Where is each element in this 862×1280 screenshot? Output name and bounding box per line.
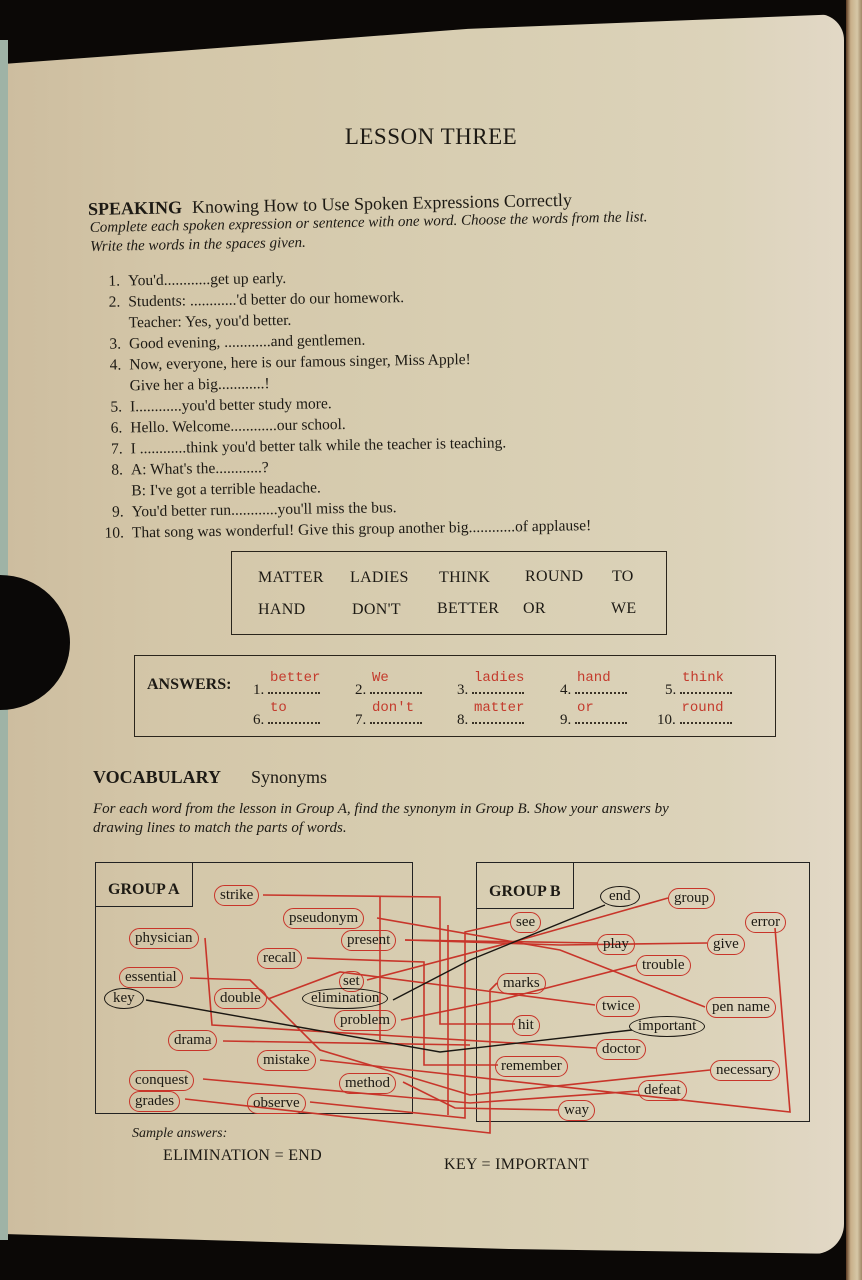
group-b-word-trouble[interactable]: trouble (636, 955, 691, 976)
answer-3-field[interactable]: ladies (472, 670, 524, 694)
group-b-word-pen-name[interactable]: pen name (706, 997, 776, 1018)
word-hand: HAND (258, 601, 306, 618)
group-b-word-important[interactable]: important (629, 1016, 706, 1037)
vocabulary-instructions: For each word from the lesson in Group A… (93, 800, 669, 838)
word-dont: DON'T (352, 601, 401, 618)
group-b-word-marks[interactable]: marks (497, 973, 546, 994)
group-a-word-strike[interactable]: strike (214, 885, 260, 906)
answer-5-field[interactable]: think (680, 670, 732, 694)
group-a-word-grades[interactable]: grades (129, 1091, 181, 1112)
word-we: WE (611, 600, 637, 617)
group-b-word-defeat[interactable]: defeat (638, 1080, 687, 1101)
word-round: ROUND (525, 568, 584, 585)
question-list: 1.You'd............get up early. 2.Stude… (88, 263, 592, 544)
group-b-word-see[interactable]: see (510, 912, 542, 933)
group-b-word-end[interactable]: end (600, 886, 640, 907)
answers-box: ANSWERS: 1. better 2. We 3. ladies 4. ha… (134, 655, 776, 737)
group-a-word-conquest[interactable]: conquest (129, 1070, 195, 1091)
answer-10: 10. round (657, 700, 732, 729)
group-a-word-method[interactable]: method (339, 1073, 396, 1094)
group-b-word-error[interactable]: error (745, 912, 787, 933)
group-a-word-problem[interactable]: problem (334, 1010, 396, 1031)
sample-answer-2: KEY = IMPORTANT (444, 1156, 589, 1173)
answer-8: 8. matter (457, 700, 525, 728)
group-b-word-hit[interactable]: hit (512, 1015, 540, 1036)
word-to: TO (612, 568, 634, 585)
answer-3: 3. ladies (457, 670, 525, 698)
vocabulary-subheading: Synonyms (251, 767, 328, 787)
group-b-word-twice[interactable]: twice (596, 996, 641, 1017)
group-a-word-key[interactable]: key (104, 988, 144, 1009)
group-a-word-physician[interactable]: physician (129, 928, 199, 949)
sample-answer-1: ELIMINATION = END (163, 1147, 322, 1164)
group-a-word-mistake[interactable]: mistake (257, 1050, 316, 1071)
vocabulary-heading: VOCABULARY Synonyms (93, 767, 327, 788)
answer-9: 9. or (560, 700, 627, 729)
vocabulary-instruction-line-2: drawing lines to match the parts of word… (93, 820, 347, 836)
word-better: BETTER (437, 600, 500, 617)
group-b-word-play[interactable]: play (597, 934, 635, 955)
group-b-word-give[interactable]: give (707, 934, 745, 955)
word-or: OR (523, 600, 546, 617)
group-b-word-necessary[interactable]: necessary (710, 1060, 781, 1081)
answer-1-field[interactable]: better (268, 670, 320, 694)
answer-2-field[interactable]: We (370, 670, 422, 694)
sample-answers-label: Sample answers: (132, 1126, 228, 1141)
group-a-word-elimination[interactable]: elimination (302, 988, 389, 1009)
answer-7-field[interactable]: don't (370, 700, 422, 724)
group-b-word-doctor[interactable]: doctor (596, 1039, 647, 1060)
group-a-word-recall[interactable]: recall (257, 948, 303, 969)
group-a-word-pseudonym[interactable]: pseudonym (283, 908, 365, 929)
answer-7: 7. don't (355, 700, 422, 729)
group-a-word-observe[interactable]: observe (247, 1093, 306, 1114)
group-b-word-way[interactable]: way (558, 1100, 595, 1121)
answer-1: 1. better (253, 670, 321, 698)
lesson-title: LESSON THREE (344, 124, 518, 149)
answer-8-field[interactable]: matter (472, 700, 524, 724)
answers-label: ANSWERS: (147, 676, 232, 693)
group-a-word-drama[interactable]: drama (168, 1030, 218, 1051)
answer-6-field[interactable]: to (268, 700, 320, 724)
answer-10-field[interactable]: round (679, 700, 732, 724)
answer-4-field[interactable]: hand (575, 670, 627, 694)
speaking-heading-label: SPEAKING (87, 197, 183, 219)
word-think: THINK (439, 569, 491, 586)
answer-4: 4. hand (560, 670, 627, 699)
answer-9-field[interactable]: or (575, 700, 627, 724)
word-matter: MATTER (258, 569, 324, 586)
answer-6: 6. to (253, 700, 320, 729)
group-a-word-present[interactable]: present (341, 930, 397, 951)
group-b-word-remember[interactable]: remember (495, 1056, 568, 1077)
group-b-word-group[interactable]: group (668, 888, 715, 909)
answer-5: 5. think (665, 670, 732, 699)
group-b-label: GROUP B (477, 863, 574, 909)
answer-2: 2. We (355, 670, 422, 699)
vocabulary-heading-label: VOCABULARY (93, 767, 222, 787)
word-ladies: LADIES (350, 569, 409, 586)
group-a-word-essential[interactable]: essential (119, 967, 183, 988)
book-spine (846, 0, 862, 1280)
group-a-label: GROUP A (96, 863, 193, 907)
word-list-box: MATTER LADIES THINK ROUND TO HAND DON'T … (231, 551, 667, 635)
vocabulary-instruction-line-1: For each word from the lesson in Group A… (93, 801, 669, 817)
group-a-word-double[interactable]: double (214, 988, 267, 1009)
